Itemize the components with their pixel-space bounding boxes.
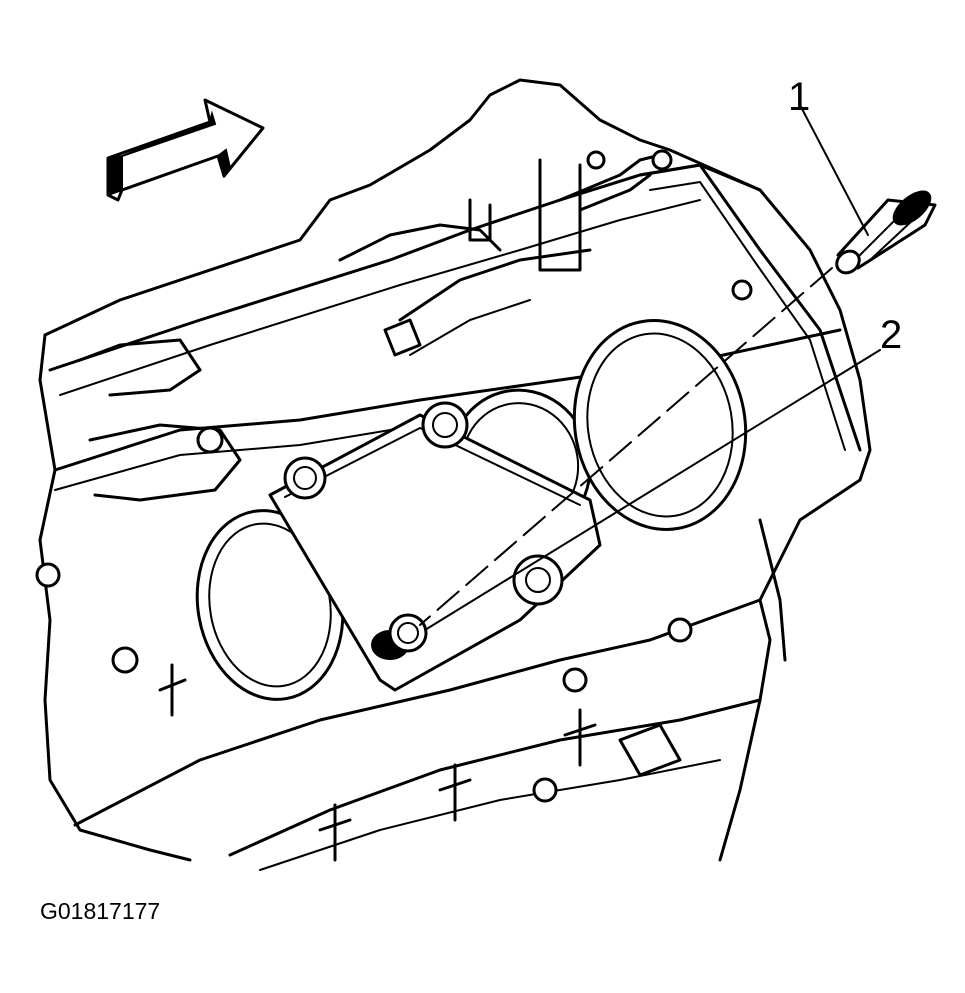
bolt-head bbox=[421, 401, 469, 449]
engine-block bbox=[35, 78, 872, 871]
callout-2-label: 2 bbox=[880, 313, 902, 357]
figure-id-label: G01817177 bbox=[40, 898, 161, 924]
callout-1-label: 1 bbox=[788, 75, 810, 119]
dowel-pin-loose bbox=[835, 190, 937, 275]
bolt-head bbox=[283, 456, 327, 500]
front-direction-arrow bbox=[106, 98, 265, 202]
leader-line-1 bbox=[419, 104, 869, 626]
dowel-pin-installed bbox=[371, 613, 428, 660]
bolt-head bbox=[512, 554, 564, 606]
leader-line-2 bbox=[424, 349, 881, 631]
